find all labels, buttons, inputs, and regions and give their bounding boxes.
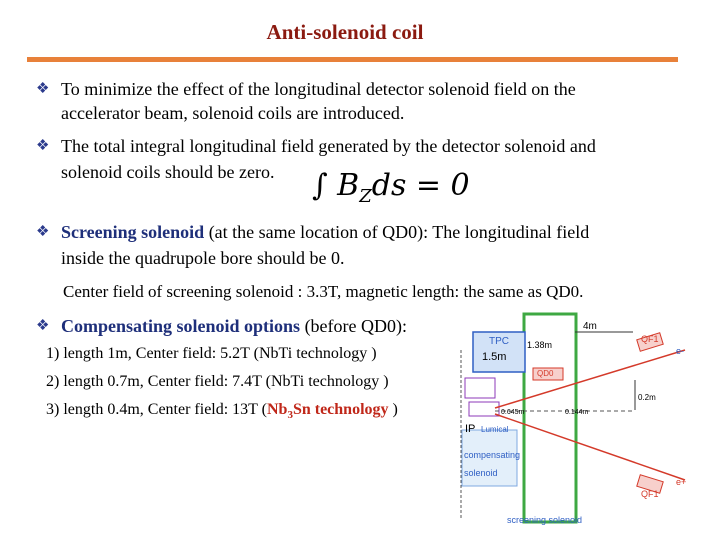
option-2: 2) length 0.7m, Center field: 7.4T (NbTi… xyxy=(46,373,389,390)
diamond-bullet-icon: ❖ xyxy=(36,138,50,154)
label-compensating: compensating xyxy=(464,450,520,460)
label-138: 1.38m xyxy=(527,340,552,350)
label-qd0: QD0 xyxy=(537,369,554,378)
label-e-plus: e+ xyxy=(676,477,686,487)
bullet-3-line-2: inside the quadrupole bore should be 0. xyxy=(61,248,345,268)
beam-line-lower xyxy=(494,413,686,481)
label-e-minus: e- xyxy=(676,346,684,356)
compensating-options-term: Compensating solenoid options xyxy=(61,316,301,336)
title-divider xyxy=(27,57,678,62)
bullet-1-line-1: To minimize the effect of the longitudin… xyxy=(61,79,576,99)
label-02m: 0.2m xyxy=(638,393,656,402)
label-screening-solenoid: screening solenoid xyxy=(507,515,582,525)
qf1-top-magnet xyxy=(636,332,664,352)
bullet-2-line-1: The total integral longitudinal field ge… xyxy=(61,136,596,156)
screening-solenoid-frame xyxy=(522,312,578,524)
label-comp-solenoid: solenoid xyxy=(464,468,498,478)
label-4m: 4m xyxy=(583,321,597,332)
option-3: 3) length 0.4m, Center field: 13T (Nb3Sn… xyxy=(46,401,398,422)
label-0645: 0.645m xyxy=(501,409,525,416)
diamond-bullet-icon: ❖ xyxy=(36,81,50,97)
qf1-bottom-magnet xyxy=(636,474,664,494)
detector-box-1 xyxy=(464,377,496,399)
bullet-2-line-2: solenoid coils should be zero. xyxy=(61,162,275,182)
screening-solenoid-term: Screening solenoid xyxy=(61,222,205,242)
option-1: 1) length 1m, Center field: 5.2T (NbTi t… xyxy=(46,345,377,362)
integral-formula: ∫ BZds = 0 xyxy=(312,168,470,207)
center-field-note: Center field of screening solenoid : 3.3… xyxy=(63,282,584,301)
label-qf1-top: QF1 xyxy=(641,334,659,344)
mdi-layout-diagram: TPC 1.5m 1.38m 4m QF1 QF1 QD0 e- e+ 0.2m… xyxy=(455,310,695,528)
bullet-1-line-2: accelerator beam, solenoid coils are int… xyxy=(61,103,405,123)
qd0-magnet xyxy=(532,367,564,381)
bullet-4-rest: (before QD0): xyxy=(300,316,408,336)
label-ip: IP xyxy=(465,423,475,435)
slide-title: Anti-solenoid coil xyxy=(266,20,424,44)
label-tpc-len: 1.5m xyxy=(482,351,506,363)
diamond-bullet-icon: ❖ xyxy=(36,224,50,240)
compensating-region xyxy=(461,429,518,487)
bullet-3-rest: (at the same location of QD0): The longi… xyxy=(204,222,590,242)
label-lumical: Lumical xyxy=(481,425,509,434)
beam-line-upper xyxy=(494,349,686,409)
label-qf1-bottom: QF1 xyxy=(641,489,659,499)
detector-box-2 xyxy=(468,401,500,417)
label-tpc: TPC xyxy=(489,336,509,347)
tpc-box xyxy=(472,331,526,373)
diamond-bullet-icon: ❖ xyxy=(36,318,50,334)
label-0144: 0.144m xyxy=(565,409,589,416)
